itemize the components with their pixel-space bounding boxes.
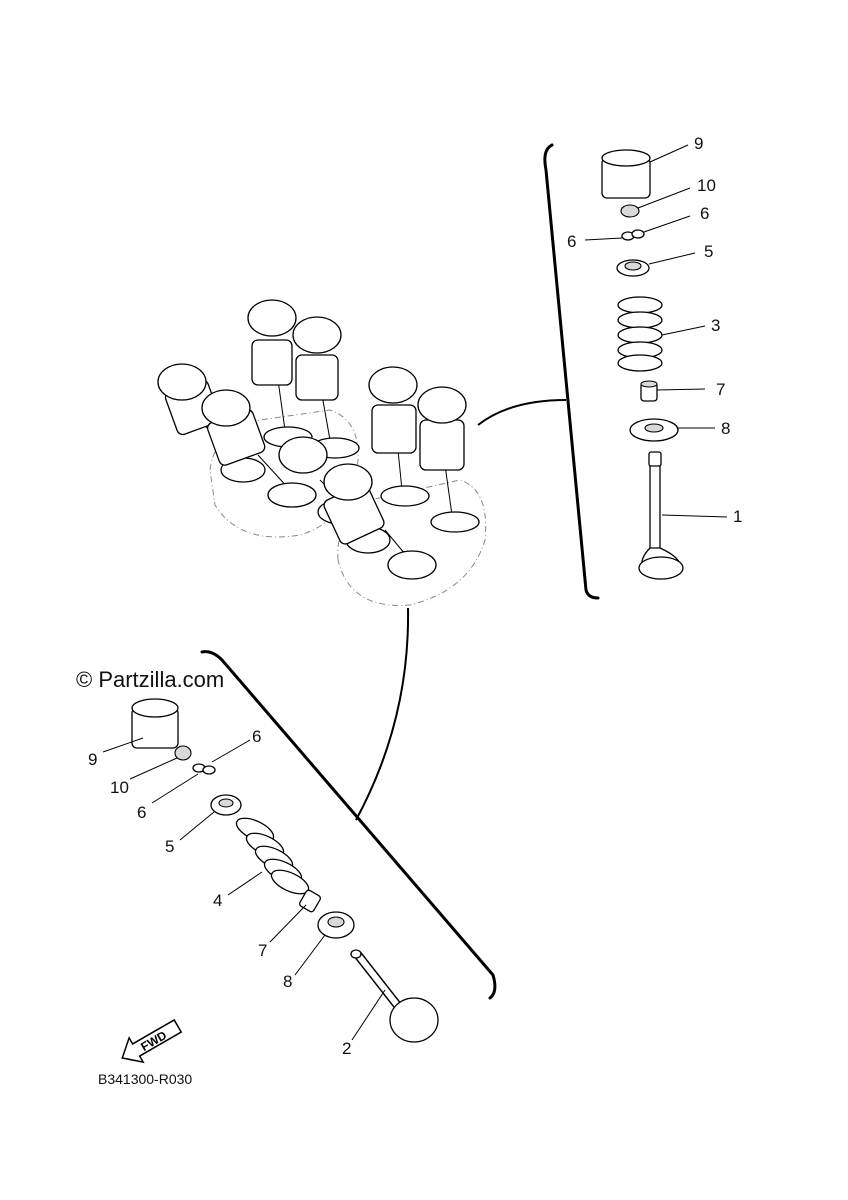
lower-callout-6-upper: 6	[252, 727, 261, 746]
part-pad-lower	[174, 745, 192, 761]
lower-callout-10: 10	[110, 778, 129, 797]
upper-connector-line	[477, 399, 567, 426]
part-retainer-upper	[616, 259, 650, 277]
part-spring-seat-upper	[629, 418, 679, 442]
lower-callout-5: 5	[165, 837, 174, 856]
valve-rear-1	[247, 299, 313, 448]
upper-callout-1: 1	[733, 507, 742, 526]
valve-front-4	[323, 463, 437, 580]
lower-callout-4: 4	[213, 891, 222, 910]
upper-callout-9: 9	[694, 134, 703, 153]
upper-parts-detail: 9 10 6 6 5 3 7 8 1	[567, 134, 742, 580]
upper-callout-7: 7	[716, 380, 725, 399]
lower-parts-detail: 9 10 6 6 5 4 7 8 2	[88, 698, 439, 1058]
upper-callout-6-left: 6	[567, 232, 576, 251]
valve-front-1	[157, 363, 266, 483]
lower-callout-6-lower: 6	[137, 803, 146, 822]
part-valve-lifter-upper	[601, 149, 651, 199]
watermark-text: © Partzilla.com	[76, 667, 225, 692]
part-cotter-upper	[621, 229, 645, 241]
part-spring-upper	[617, 296, 663, 372]
part-spring-lower	[235, 817, 310, 895]
diagram-reference-code: B341300-R030	[98, 1071, 193, 1087]
upper-detail-bracket	[543, 143, 600, 600]
fwd-arrow: FWD	[121, 1018, 183, 1064]
valve-front-2	[201, 389, 317, 508]
upper-callout-10: 10	[697, 176, 716, 195]
lower-callout-9: 9	[88, 750, 97, 769]
part-pad-upper	[620, 204, 640, 218]
part-retainer-lower	[210, 794, 242, 816]
upper-callout-3: 3	[711, 316, 720, 335]
valve-rear-3	[368, 366, 430, 507]
part-intake-valve	[350, 949, 439, 1043]
upper-callout-8: 8	[721, 419, 730, 438]
part-stem-seal-upper	[640, 380, 658, 402]
valve-rear-2	[292, 316, 360, 459]
lower-connector-line	[355, 607, 410, 821]
part-spring-seat-lower	[317, 911, 355, 939]
valve-assembly-group	[157, 299, 487, 606]
part-valve-lifter-lower	[131, 698, 179, 749]
part-cotter-lower	[192, 763, 216, 775]
upper-callout-5: 5	[704, 242, 713, 261]
upper-callout-6-right: 6	[700, 204, 709, 223]
lower-callout-2: 2	[342, 1039, 351, 1058]
valve-rear-4	[417, 386, 480, 533]
lower-callout-7: 7	[258, 941, 267, 960]
lower-callout-8: 8	[283, 972, 292, 991]
part-exhaust-valve	[638, 451, 684, 580]
